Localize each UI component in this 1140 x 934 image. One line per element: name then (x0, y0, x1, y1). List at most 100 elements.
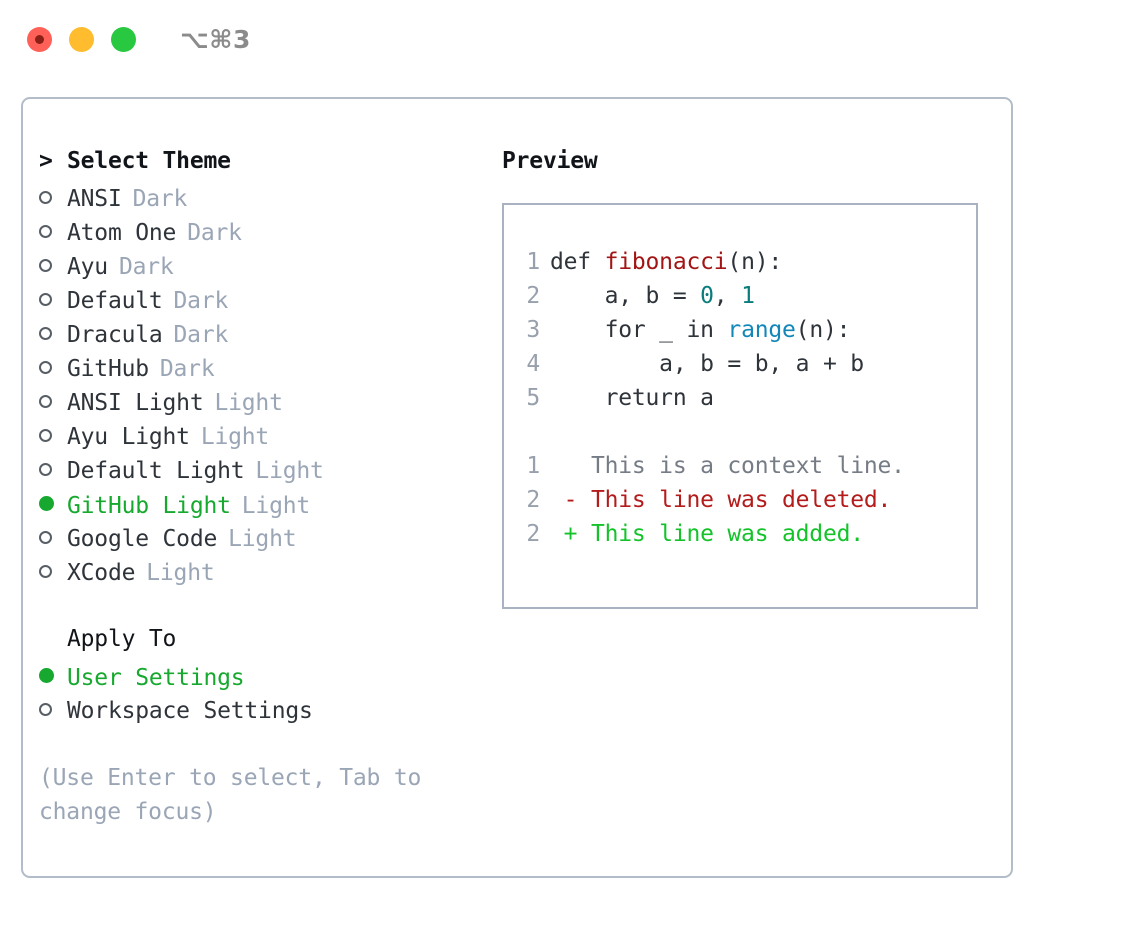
diff-line-text: This is a context line. (550, 453, 905, 479)
theme-option[interactable]: Atom One Dark (39, 216, 469, 250)
theme-option-label: GitHub (67, 355, 149, 382)
theme-option-label: Atom One (67, 219, 177, 246)
theme-option[interactable]: XCode Light (39, 556, 469, 590)
theme-option-tag: Light (228, 525, 297, 552)
radio-dot (39, 224, 52, 238)
apply-to-label: Apply To (67, 626, 177, 652)
preview-title: Preview (502, 148, 598, 174)
radio-dot (39, 292, 52, 306)
diff-line-number: 1 (526, 453, 540, 479)
code-token: (n): (727, 249, 783, 275)
apply-to-option[interactable]: Workspace Settings (39, 694, 469, 728)
apply-to-option[interactable]: User Settings (39, 660, 469, 694)
theme-option-tag: Dark (173, 321, 229, 348)
theme-option[interactable]: Dracula Dark (39, 318, 469, 352)
apply-to-option-label: Workspace Settings (67, 697, 313, 724)
radio-empty-icon[interactable] (39, 554, 67, 588)
radio-empty-icon[interactable] (39, 282, 67, 316)
theme-option-tag: Light (146, 559, 215, 586)
theme-option-tag: Dark (159, 355, 215, 382)
radio-empty-icon[interactable] (39, 248, 67, 282)
theme-option-tag: Light (241, 492, 311, 519)
code-token: range (727, 317, 796, 343)
radio-selected-icon[interactable] (39, 658, 67, 692)
theme-option-tag: Dark (173, 287, 229, 314)
theme-option-tag: Dark (187, 219, 242, 246)
code-token: for _ in (550, 317, 728, 343)
radio-empty-icon[interactable] (39, 316, 67, 350)
theme-option-tag: Light (214, 389, 283, 416)
theme-option-label: XCode (67, 559, 136, 586)
diff-sample: 1 This is a context line. 2 - This line w… (504, 453, 976, 555)
select-theme-heading: > Select Theme (39, 148, 469, 182)
radio-empty-icon[interactable] (39, 418, 67, 452)
theme-option[interactable]: Default Dark (39, 284, 469, 318)
radio-dot (39, 495, 54, 511)
traffic-lights (27, 26, 136, 52)
radio-empty-icon[interactable] (39, 692, 67, 726)
theme-option[interactable]: GitHub Dark (39, 352, 469, 386)
theme-option-label: ANSI Light (67, 389, 204, 416)
code-token: 0 (700, 283, 714, 309)
code-token: a, b = b, a + b (550, 351, 864, 377)
radio-empty-icon[interactable] (39, 214, 67, 248)
theme-option-label: Default (67, 287, 163, 314)
diff-line-text: - This line was deleted. (550, 487, 892, 513)
code-token: (n): (795, 317, 851, 343)
theme-option[interactable]: ANSI Light Light (39, 386, 469, 420)
theme-option-label: ANSI (67, 185, 122, 212)
close-window-button[interactable] (27, 26, 52, 52)
code-token: fibonacci (604, 249, 728, 275)
code-line: 3 for _ in range(n): (504, 317, 976, 351)
radio-dot (39, 258, 52, 272)
line-number: 3 (526, 317, 540, 343)
apply-to-heading: Apply To (39, 626, 469, 660)
code-token: , (713, 283, 742, 309)
radio-dot (39, 530, 52, 544)
maximize-window-button[interactable] (111, 26, 136, 52)
line-number: 4 (526, 351, 540, 377)
diff-line-number: 2 (526, 487, 540, 513)
section-spacer (39, 590, 469, 626)
code-token: a, b = (550, 283, 701, 309)
radio-empty-icon[interactable] (39, 180, 67, 214)
radio-selected-icon[interactable] (39, 486, 67, 520)
apply-to-option-label: User Settings (67, 664, 245, 691)
radio-empty-icon[interactable] (39, 520, 67, 554)
code-diff-spacer (504, 419, 976, 453)
keyboard-hint: (Use Enter to select, Tab to change focu… (39, 765, 422, 825)
radio-empty-icon[interactable] (39, 452, 67, 486)
radio-empty-icon[interactable] (39, 350, 67, 384)
caret-icon: > (39, 148, 53, 174)
theme-option-label: Ayu Light (67, 423, 190, 450)
select-theme-label: Select Theme (67, 148, 231, 174)
radio-dot (39, 190, 52, 204)
code-line: 5 return a (504, 385, 976, 419)
radio-dot (39, 702, 52, 716)
theme-option-tag: Dark (118, 253, 174, 280)
theme-option[interactable]: Google Code Light (39, 522, 469, 556)
radio-dot (39, 326, 52, 340)
theme-option-label: Dracula (67, 321, 163, 348)
theme-option-label: Google Code (67, 525, 218, 552)
theme-option-label: Default Light (67, 457, 245, 484)
radio-empty-icon[interactable] (39, 384, 67, 418)
radio-dot (39, 564, 52, 578)
diff-line-text: + This line was added. (550, 521, 864, 547)
line-number: 2 (526, 283, 540, 309)
minimize-window-button[interactable] (69, 26, 94, 52)
